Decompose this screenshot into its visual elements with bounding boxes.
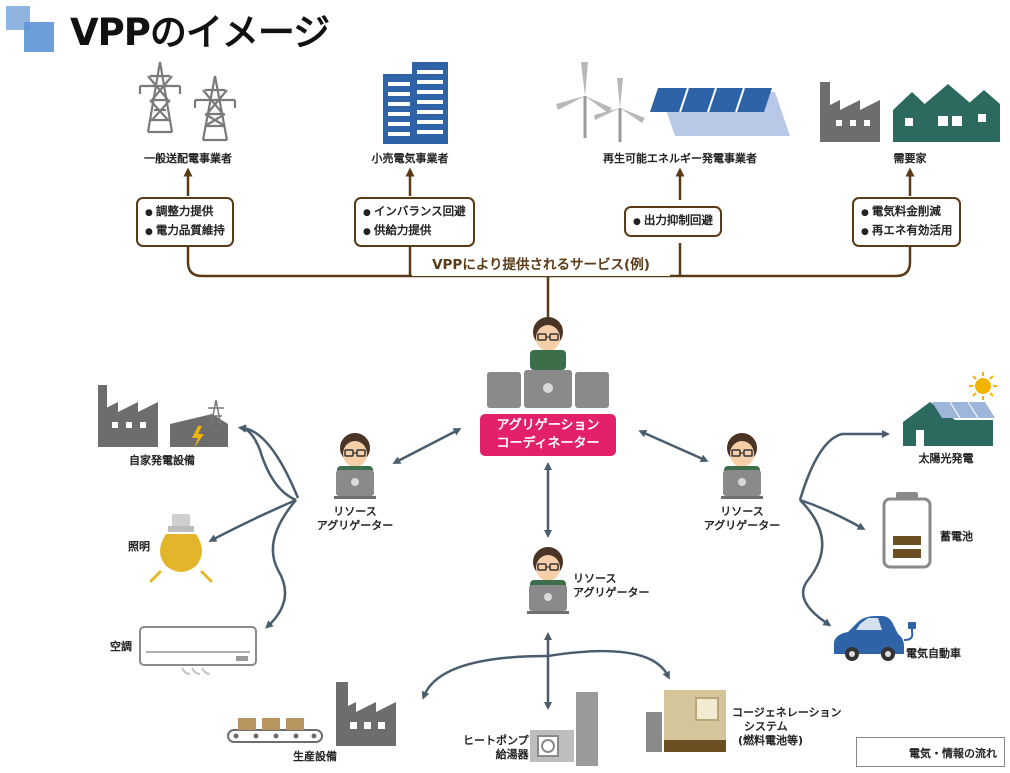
page-title: VPPのイメージ bbox=[70, 11, 330, 54]
node-label-retailer: 小売電気事業者 bbox=[371, 152, 449, 165]
node-label-renewable: 再生可能エネルギー発電事業者 bbox=[603, 152, 757, 165]
title-logo-icon bbox=[6, 6, 54, 52]
aggregator-label-line2: アグリゲーター bbox=[703, 519, 781, 532]
service-item: 調整力提供 bbox=[145, 203, 225, 222]
aggregator-label-left: リソース アグリゲーター bbox=[317, 505, 393, 533]
coordinator-label-line1: アグリゲーション bbox=[496, 418, 600, 433]
coordinator-badge: アグリゲーション コーディネーター bbox=[480, 414, 616, 456]
resource-label-private-gen: 自家発電設備 bbox=[129, 454, 195, 467]
wind-solar-icon bbox=[556, 62, 790, 142]
service-item: 供給力提供 bbox=[363, 222, 466, 241]
service-box-transmission: 調整力提供 電力品質維持 bbox=[136, 197, 234, 247]
resource-label-battery: 蓄電池 bbox=[940, 530, 973, 543]
service-item: 再エネ有効活用 bbox=[861, 222, 953, 241]
service-box-consumer: 電気料金削減 再エネ有効活用 bbox=[852, 197, 962, 247]
solar-house-icon bbox=[903, 372, 997, 446]
heatpump-label-line2: 給湯器 bbox=[495, 748, 529, 761]
service-box-retailer: インバランス回避 供給力提供 bbox=[354, 197, 475, 247]
factory-house-icon bbox=[820, 82, 1000, 142]
service-item: インバランス回避 bbox=[363, 203, 466, 222]
legend: 電気・情報の流れ bbox=[856, 737, 1005, 767]
aggregator-label-line1: リソース bbox=[720, 505, 764, 518]
light-bulb-icon bbox=[149, 514, 213, 583]
node-label-consumer: 需要家 bbox=[893, 152, 927, 165]
node-label-transmission: 一般送配電事業者 bbox=[144, 152, 232, 165]
aggregator-label-line1: リソース bbox=[333, 505, 377, 518]
resource-label-solar: 太陽光発電 bbox=[918, 452, 974, 465]
heatpump-label-line1: ヒートポンプ bbox=[463, 734, 529, 747]
flow-arrows bbox=[208, 424, 890, 710]
resource-label-ev: 電気自動車 bbox=[906, 647, 961, 660]
cogen-label-line3: (燃料電池等) bbox=[738, 734, 804, 747]
resource-aggregator-right-icon bbox=[721, 432, 763, 499]
legend-label: 電気・情報の流れ bbox=[909, 747, 997, 760]
coordinator-label-line2: コーディネーター bbox=[496, 436, 600, 451]
resource-label-production: 生産設備 bbox=[293, 750, 337, 763]
services-label: VPPにより提供されるサービス(例) bbox=[412, 254, 670, 276]
service-box-renewable: 出力抑制回避 bbox=[624, 206, 722, 237]
aggregator-label-line1: リソース bbox=[573, 572, 617, 585]
battery-icon bbox=[882, 492, 932, 569]
air-conditioner-icon bbox=[139, 626, 257, 675]
aggregator-label-line2: アグリゲーター bbox=[316, 519, 394, 532]
coordinator-person-icon bbox=[487, 316, 609, 408]
cogeneration-icon bbox=[646, 690, 726, 752]
cogen-label-line2: システム bbox=[744, 720, 788, 733]
resource-label-lighting: 照明 bbox=[128, 540, 150, 553]
resource-label-heatpump: ヒートポンプ 給湯器 bbox=[463, 734, 529, 762]
resource-aggregator-bottom-icon bbox=[527, 546, 569, 614]
cogen-label-line1: コージェネレーション bbox=[732, 706, 842, 719]
resource-label-aircon: 空調 bbox=[110, 640, 132, 653]
aggregator-label-line2: アグリゲーター bbox=[573, 586, 650, 599]
service-item: 電気料金削減 bbox=[861, 203, 952, 222]
service-item: 電力品質維持 bbox=[145, 222, 225, 241]
power-tower-icon bbox=[138, 61, 237, 142]
office-building-icon bbox=[383, 62, 448, 144]
service-item: 出力抑制回避 bbox=[633, 212, 713, 231]
service-lines bbox=[183, 167, 915, 320]
resource-aggregator-left-icon bbox=[334, 432, 376, 499]
private-power-plant-icon bbox=[98, 385, 228, 448]
electric-car-icon bbox=[834, 616, 916, 661]
aggregator-label-right: リソース アグリゲーター bbox=[704, 505, 780, 533]
production-factory-icon bbox=[227, 682, 396, 746]
aggregator-label-bottom: リソース アグリゲーター bbox=[573, 572, 649, 600]
resource-label-cogen: コージェネレーション システム (燃料電池等) bbox=[732, 706, 842, 748]
heat-pump-icon bbox=[530, 692, 598, 766]
